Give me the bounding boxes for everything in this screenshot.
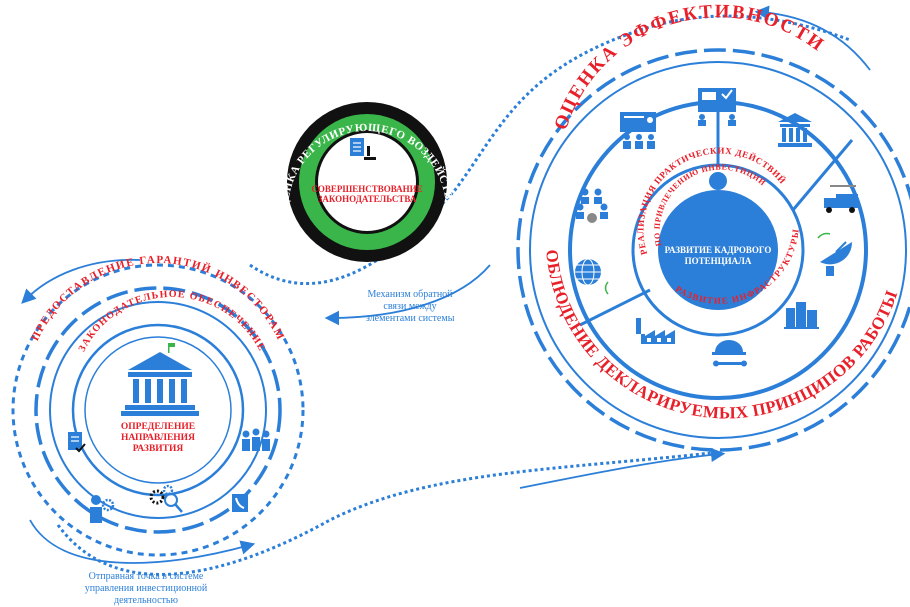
arrow-top [754,5,871,71]
gears-search-icon [149,484,183,513]
city-buildings-icon [784,302,819,329]
presentation-icon [620,112,656,149]
feedback-note: Механизм обратной связи между элементами… [365,289,455,324]
green-circle: ОЦЕНКА РЕГУЛИРУЮЩЕГО ВОЗДЕЙСТВИЯ [0,0,455,262]
left-center-text: ОПРЕДЕЛЕНИЕ НАПРАВЛЕНИЯ РАЗВИТИЯ [120,422,196,454]
online-meeting-icon [698,88,736,126]
connector-top [249,14,851,286]
phone-icon [232,494,248,512]
arrow-left-top [21,258,141,304]
person-icon [709,172,727,190]
right-bottom-ring-text: СОБЛЮДЕНИЕ ДЕКЛАРИРУЕМЫХ ПРИНЦИПОВ РАБОТ… [0,0,901,422]
satellite-dish-icon [817,232,853,276]
bank-icon [778,113,812,147]
right-top-ring-text: ОЦЕНКА ЭФФЕКТИВНОСТИ [550,1,828,133]
right-center-box: РАЗВИТИЕ КАДРОВОГО ПОТЕНЦИАЛА [664,245,772,266]
arrow-bottom-left [29,519,256,564]
government-building-icon [121,343,199,416]
connector-bottom [56,450,721,576]
feedback-note-box: Механизм обратной связи между элементами… [365,289,455,324]
right-center-text: РАЗВИТИЕ КАДРОВОГО ПОТЕНЦИАЛА [664,245,772,266]
person-body-icon [706,193,730,238]
start-note-box: Отправная точка в системе управления инв… [84,571,208,606]
green-center-box: СОВЕРШЕНСТВОВАНИЕ ЗАКОНОДАТЕЛЬСТВА [311,184,423,204]
left-center-box: ОПРЕДЕЛЕНИЕ НАПРАВЛЕНИЯ РАЗВИТИЯ [120,422,196,454]
arrow-bottom [519,447,726,489]
globe-icon [575,258,609,295]
document-microscope-icon [350,138,376,160]
left-circle: ПРЕДОСТАВЛЕНИЕ ГАРАНТИЙ ИНВЕСТОРАМ ЗАКОН… [11,254,305,557]
start-note: Отправная точка в системе управления инв… [84,571,208,606]
arrow-feedback [324,264,491,326]
helmet-wrench-icon [712,340,747,367]
document-check-icon [68,432,86,453]
green-center-text: СОВЕРШЕНСТВОВАНИЕ ЗАКОНОДАТЕЛЬСТВА [311,184,423,204]
factory-icon [636,318,675,344]
logistics-truck-icon [824,185,858,213]
network-people-icon [576,188,608,223]
worker-gear-icon [90,495,115,523]
team-icon [242,428,270,451]
